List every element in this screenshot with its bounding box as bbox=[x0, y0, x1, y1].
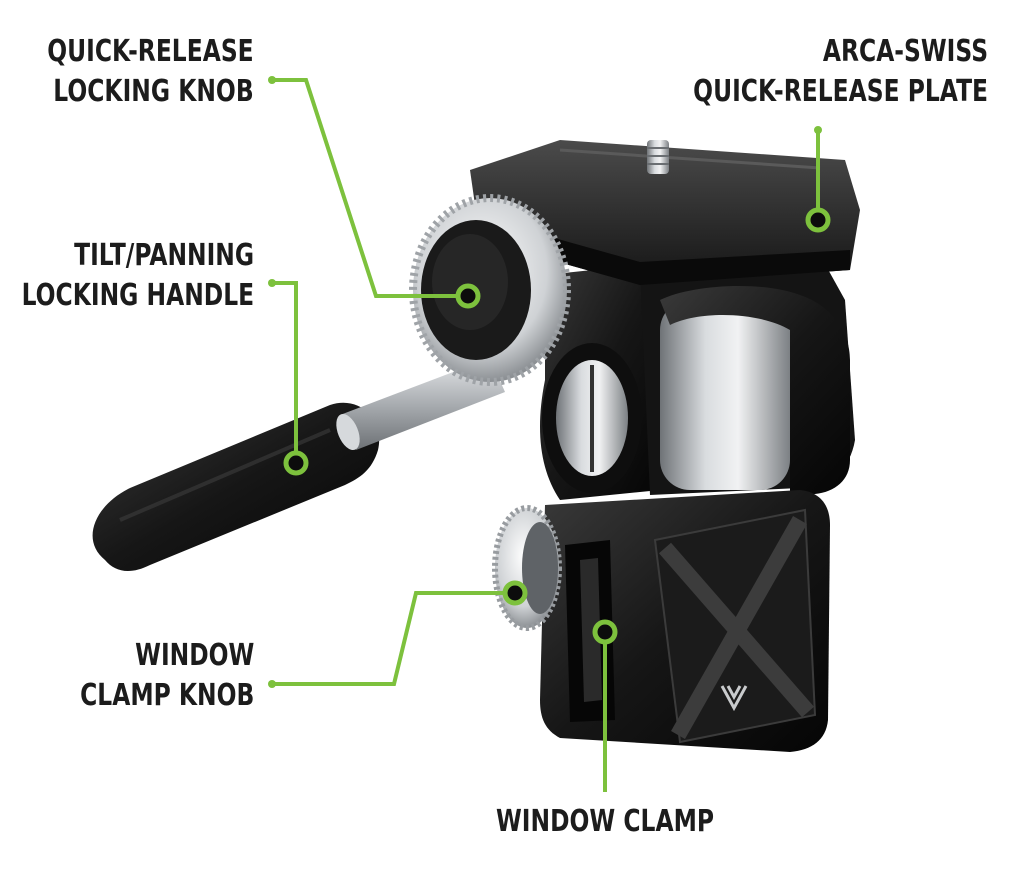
label-window-clamp: WINDOW CLAMP bbox=[495, 804, 715, 839]
callout-quick-release-knob-start-dot bbox=[268, 76, 276, 84]
quick-release-knob bbox=[409, 194, 571, 386]
callout-window-clamp-knob-start-dot bbox=[268, 680, 276, 688]
callout-arca-swiss-plate-marker bbox=[805, 207, 831, 233]
callout-window-clamp-knob bbox=[272, 591, 515, 686]
callout-arca-swiss-plate-start-dot bbox=[814, 126, 822, 134]
callout-tilt-handle bbox=[272, 281, 298, 463]
clamp-knob bbox=[492, 505, 562, 631]
handle-grip bbox=[92, 402, 380, 572]
callout-window-clamp-marker bbox=[592, 619, 618, 645]
handle-rod bbox=[336, 358, 505, 451]
head-body bbox=[540, 255, 855, 500]
callout-tilt-handle-start-dot bbox=[268, 279, 276, 287]
arca-swiss-plate bbox=[470, 140, 860, 285]
callout-lines bbox=[268, 76, 831, 792]
clamp-block bbox=[540, 490, 830, 752]
callout-quick-release-knob-marker bbox=[455, 283, 481, 309]
callout-window-clamp-knob-marker bbox=[502, 580, 528, 606]
callout-quick-release-knob bbox=[272, 78, 468, 298]
callout-tilt-handle-marker bbox=[283, 450, 309, 476]
